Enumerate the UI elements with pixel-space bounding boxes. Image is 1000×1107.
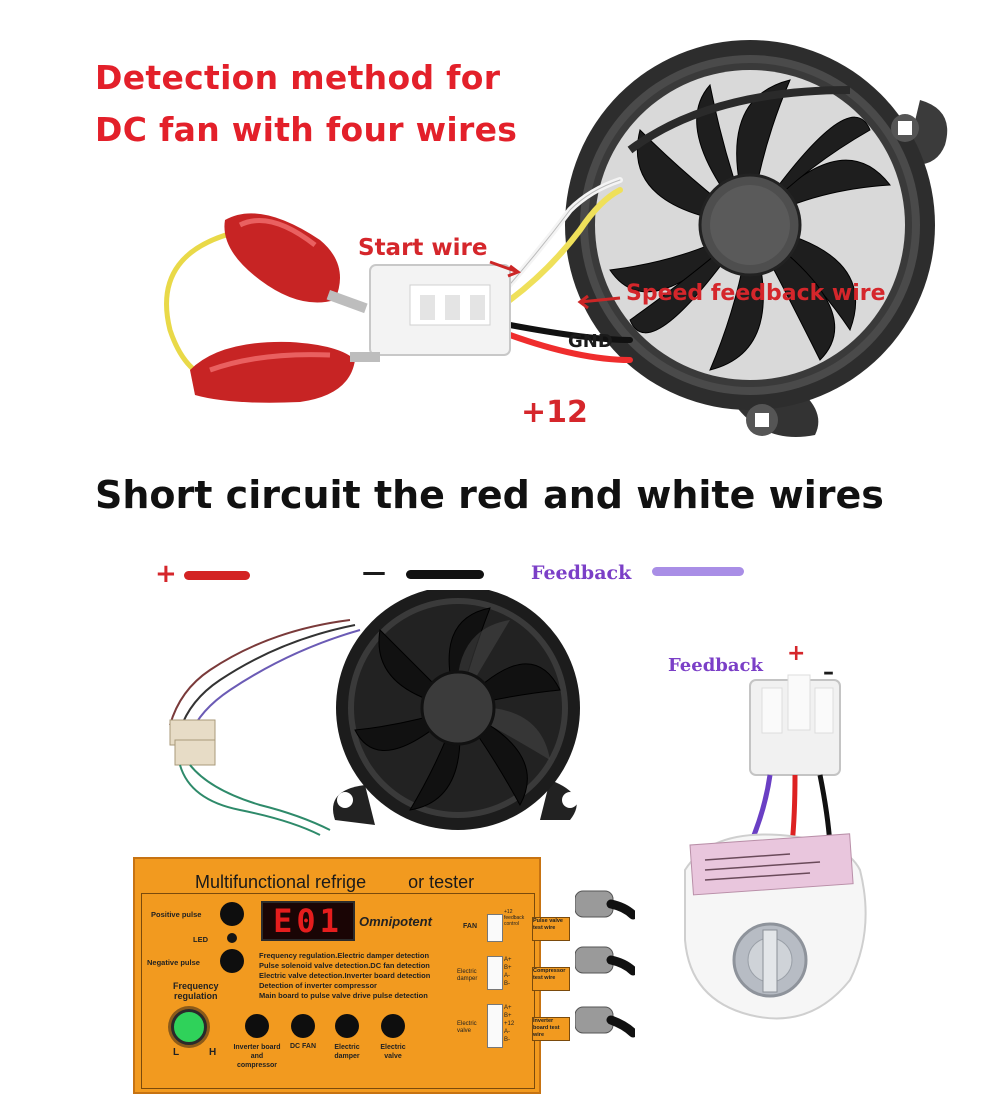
tester-title-left: Multifunctional refrige [195,872,367,892]
tester-cables [575,890,635,1038]
button-label-damper: Electric damper [334,1044,360,1060]
button-label-inverter: Inverter board and compressor [233,1044,281,1069]
label-start-wire: Start wire [358,235,488,261]
button-label-valve: Electric valve [380,1044,406,1060]
tester-title: Multifunctional refrige or tester [195,872,474,893]
port-label-valve: Electric valve [457,1021,477,1034]
bottom-fan-photo [169,590,580,836]
small-connector [169,719,216,766]
port-label-fan: FAN [463,923,477,930]
button-inverter-board[interactable] [245,1014,269,1038]
frequency-knob[interactable] [171,1009,207,1045]
knob-high-label: H [209,1047,217,1058]
port-label-damper: Electric damper [457,969,478,982]
side-tag-inverter: Inverter board test wire [532,1017,570,1041]
legend-feedback-swatch [652,567,744,576]
multifunction-tester: Multifunctional refrige or tester Positiv… [133,857,570,1094]
tester-title-right: or tester [408,872,475,892]
legend-plus-label: + [155,559,177,589]
side-tag-pulse-valve: Pulse valve test wire [532,917,570,941]
top-title: Detection method for DC fan with four wi… [95,52,517,156]
frequency-label-line1: Frequency [173,981,219,991]
fan-housing [565,40,948,437]
button-electric-valve[interactable] [381,1014,405,1038]
frequency-label-line2: regulation [174,991,218,1001]
display-code: E01 [273,902,343,940]
legend-feedback-label: Feedback [531,562,632,584]
damper-motor-photo [684,674,867,1020]
negative-pulse-indicator [220,949,244,973]
tester-description: Frequency regulation.Electric damper det… [259,951,430,1001]
led-indicator [227,933,237,943]
label-gnd: GND [568,331,613,352]
title-line-1: Detection method for [95,58,501,97]
title-line-2: DC fan with four wires [95,110,518,149]
desc-line-3: Electric valve detection.Inverter board … [259,971,431,980]
connector-minus-label: – [823,660,834,685]
button-label-dc-fan: DC FAN [289,1043,317,1050]
connector-feedback-label: Feedback [668,655,763,676]
port-valve[interactable] [487,1004,503,1048]
port-pins-damper: A+ B+ A- B- [504,957,512,987]
desc-line-1: Frequency regulation.Electric damper det… [259,951,430,960]
brand-label: Omnipotent [359,914,432,929]
desc-line-2: Pulse solenoid valve detection.DC fan de… [259,961,430,970]
legend-plus-swatch [184,571,250,580]
label-led: LED [193,935,208,944]
legend-minus-label: — [362,558,386,586]
label-plus12: +12 [521,395,588,430]
port-pins-valve: A+ B+ +12 A- B- [504,1005,515,1043]
tester-inner-frame [141,893,535,1089]
instruction-heading: Short circuit the red and white wires [95,473,884,517]
label-speed-feedback-wire: Speed feedback wire [626,281,886,306]
frequency-label: Frequency regulation [173,981,219,1001]
port-fan[interactable] [487,914,503,942]
alligator-clip-lower [190,341,380,403]
port-pins-fan: +12 feedback control [504,909,525,927]
positive-pulse-indicator [220,902,244,926]
port-damper[interactable] [487,956,503,990]
button-dc-fan[interactable] [291,1014,315,1038]
button-electric-damper[interactable] [335,1014,359,1038]
side-tag-compressor: Compressor test wire [532,967,570,991]
fan-wires [502,177,633,363]
white-connector [369,264,511,356]
led-display: E01 [261,901,355,941]
desc-line-5: Main board to pulse valve drive pulse de… [259,991,428,1000]
connector-plus-label: + [787,641,806,666]
legend-minus-swatch [406,570,484,579]
label-arrows [489,260,621,310]
label-positive-pulse: Positive pulse [151,910,202,919]
knob-low-label: L [173,1047,180,1058]
label-negative-pulse: Negative pulse [147,958,200,967]
desc-line-4: Detection of inverter compressor [259,981,377,990]
top-fan-photo [164,40,948,437]
alligator-clip-upper [224,213,368,314]
